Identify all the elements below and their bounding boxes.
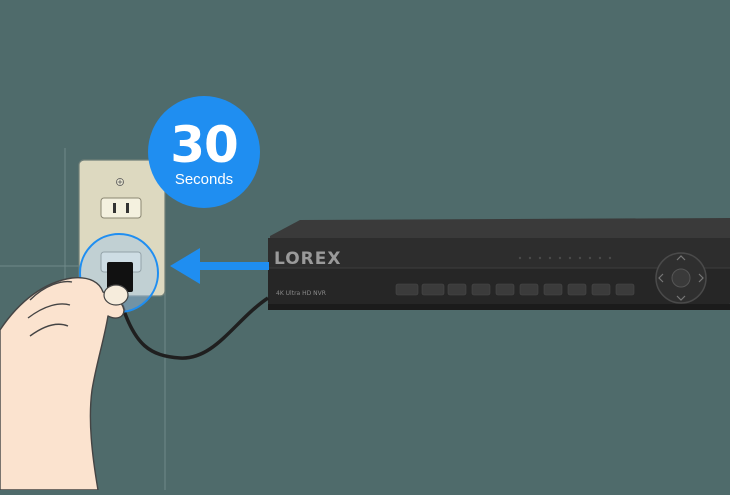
nvr-model-label: 4K Ultra HD NVR bbox=[276, 290, 326, 297]
nvr-recorder bbox=[268, 218, 730, 310]
nvr-brand-logo: LOREX bbox=[274, 249, 342, 269]
navigation-dial bbox=[655, 252, 707, 304]
countdown-unit: Seconds bbox=[174, 171, 234, 188]
front-panel-buttons bbox=[395, 283, 635, 296]
left-arrow bbox=[170, 248, 269, 284]
power-cable bbox=[120, 296, 269, 360]
countdown-badge: 30 Seconds bbox=[148, 96, 260, 208]
status-leds bbox=[518, 256, 612, 260]
hand bbox=[0, 276, 129, 491]
countdown-number: 30 bbox=[170, 116, 239, 174]
power-plug bbox=[107, 262, 133, 292]
